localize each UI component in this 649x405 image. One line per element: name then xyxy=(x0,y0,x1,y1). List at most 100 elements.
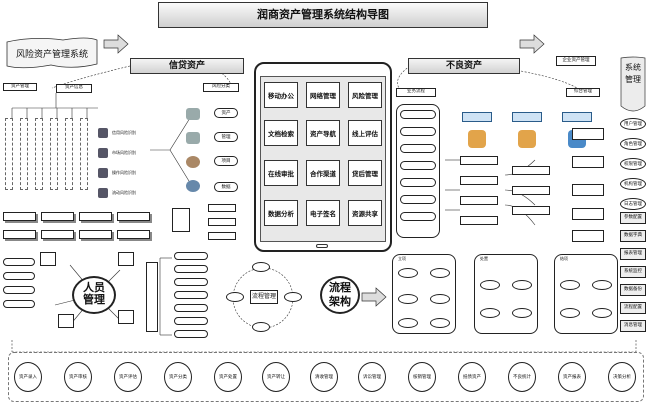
bottom-item[interactable]: 资产评估 xyxy=(114,362,142,392)
server-icon xyxy=(98,188,108,198)
center-flow-node: 流程管理 xyxy=(250,290,278,304)
app-tile[interactable]: 合作渠道 xyxy=(306,160,340,186)
center-left-tag xyxy=(208,232,236,240)
bottom-item[interactable]: 决策分析 xyxy=(608,362,636,392)
bottom-item[interactable]: 资产处置 xyxy=(214,362,242,392)
center-orbit-node xyxy=(252,262,270,272)
bottom-item[interactable]: 诉讼管理 xyxy=(358,362,386,392)
bottom-strip xyxy=(8,352,644,402)
tablet-app-grid: 移动办公 网络管理 风险管理 文档检索 资产导航 线上评估 在线审批 合作渠道 … xyxy=(264,82,384,232)
sys-item[interactable]: 报表管理 xyxy=(620,248,646,260)
bottom-item[interactable]: 抵债资产 xyxy=(458,362,486,392)
bottom-item[interactable]: 清收管理 xyxy=(310,362,338,392)
asset-list-items xyxy=(400,110,436,234)
app-tile[interactable]: 网络管理 xyxy=(306,82,340,108)
bracket-item xyxy=(174,317,208,325)
left-banner: 风险资产管理系统 xyxy=(3,36,101,70)
bottom-item[interactable]: 资产报表 xyxy=(558,362,586,392)
panel-3-nodes xyxy=(558,266,614,330)
center-orbit-node xyxy=(284,292,302,302)
panel-node xyxy=(480,280,500,290)
panel-node xyxy=(592,280,612,290)
app-tile[interactable]: 文档检索 xyxy=(264,120,298,146)
left-tag-b: 资产信息 xyxy=(56,84,92,93)
person-icon xyxy=(468,130,486,148)
center-orbit-node xyxy=(252,322,270,332)
process-architecture-line-2: 架构 xyxy=(329,295,351,308)
bracket-list xyxy=(174,252,210,342)
blue-step xyxy=(562,112,592,122)
bottom-item[interactable]: 资产分类 xyxy=(164,362,192,392)
vcol xyxy=(35,118,43,190)
blue-step xyxy=(462,112,492,122)
sys-item[interactable]: 流程配置 xyxy=(620,302,646,314)
grid-box xyxy=(79,212,112,221)
vcol xyxy=(5,118,13,190)
left-icon-label-3: 操作风险识别 xyxy=(112,170,136,175)
sys-item[interactable]: 角色管理 xyxy=(620,138,646,150)
nonperforming-assets-label: 不良资产 xyxy=(445,61,482,71)
app-tile[interactable]: 资源共享 xyxy=(348,200,382,226)
process-panel-3 xyxy=(554,254,618,334)
inner-box xyxy=(572,230,604,242)
asset-list-item xyxy=(400,144,436,153)
app-tile[interactable]: 电子签名 xyxy=(306,200,340,226)
sys-item[interactable]: 系统监控 xyxy=(620,266,646,278)
page-title: 润商资产管理系统结构导图 xyxy=(158,2,488,28)
bracket-item xyxy=(174,278,208,286)
inner-box xyxy=(512,186,550,195)
panel-node xyxy=(592,308,612,318)
tablet-home-button xyxy=(316,244,328,248)
bracket-item xyxy=(174,252,208,260)
sys-item[interactable]: 权限管理 xyxy=(620,158,646,170)
people-management-line-2: 管理 xyxy=(83,293,105,306)
people-management-node xyxy=(72,276,116,314)
people-management-line-1: 人员 xyxy=(83,281,105,294)
bottom-item[interactable]: 资产审核 xyxy=(64,362,92,392)
inner-box xyxy=(460,216,498,225)
app-tile[interactable]: 风险管理 xyxy=(348,82,382,108)
grid-box xyxy=(3,230,36,239)
left-banner-shape xyxy=(6,37,98,69)
inner-box xyxy=(460,196,498,205)
center-orbit-node xyxy=(226,292,244,302)
coins-icon xyxy=(186,156,200,168)
asset-list-item xyxy=(400,161,436,170)
server-icon xyxy=(98,168,108,178)
process-architecture-line-1: 流程 xyxy=(329,281,351,294)
people-list-item xyxy=(3,272,35,280)
people-list-item xyxy=(3,286,35,294)
app-tile[interactable]: 在线审批 xyxy=(264,160,298,186)
bottom-item[interactable]: 资产录入 xyxy=(14,362,42,392)
left-icon-list: 信用风险识别 市场风险识别 操作风险识别 流动风险识别 xyxy=(96,128,156,204)
sys-item[interactable]: 日志管理 xyxy=(620,198,646,210)
app-tile[interactable]: 数据分析 xyxy=(264,200,298,226)
left-box-grid xyxy=(3,212,163,244)
asset-list-item xyxy=(400,178,436,187)
people-spoke xyxy=(40,252,56,266)
sys-item[interactable]: 消息管理 xyxy=(620,320,646,332)
top-right-tag: 企业资产管理 xyxy=(556,56,596,66)
process-architecture-node xyxy=(320,276,360,314)
sys-item[interactable]: 机构管理 xyxy=(620,178,646,190)
center-left-tag xyxy=(208,218,236,226)
sys-item[interactable]: 用户管理 xyxy=(620,118,646,130)
sys-item[interactable]: 数据备份 xyxy=(620,284,646,296)
app-tile[interactable]: 贷后管理 xyxy=(348,160,382,186)
bottom-item[interactable]: 资产转让 xyxy=(262,362,290,392)
panel-node xyxy=(430,318,450,328)
inner-box xyxy=(512,166,550,175)
sys-item[interactable]: 数据字典 xyxy=(620,230,646,242)
bottom-item[interactable]: 不良统计 xyxy=(508,362,536,392)
app-tile[interactable]: 线上评估 xyxy=(348,120,382,146)
bottom-item[interactable]: 核销管理 xyxy=(408,362,436,392)
bracket-item xyxy=(174,330,208,338)
sys-item[interactable]: 参数配置 xyxy=(620,212,646,224)
app-tile[interactable]: 移动办公 xyxy=(264,82,298,108)
grid-box xyxy=(79,230,112,239)
bracket-item xyxy=(174,291,208,299)
right-inner-col-b xyxy=(512,156,556,230)
inner-box xyxy=(460,176,498,185)
app-tile[interactable]: 资产导航 xyxy=(306,120,340,146)
bracket-item xyxy=(174,265,208,273)
